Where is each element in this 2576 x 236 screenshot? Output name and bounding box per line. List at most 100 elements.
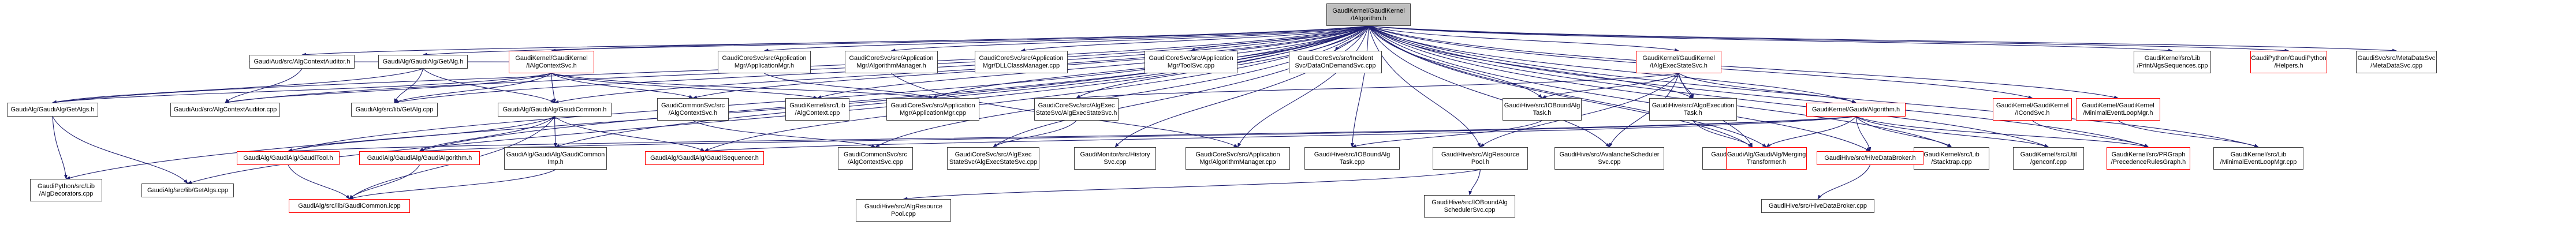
- graph-node[interactable]: GaudiKernel/GaudiKernel /ICondSvc.h: [1993, 98, 2072, 121]
- graph-node[interactable]: GaudiKernel/GaudiKernel /IAlgExecStateSv…: [1636, 51, 1721, 73]
- graph-edge: [704, 116, 1856, 153]
- graph-node[interactable]: GaudiAlg/GaudiAlg/Merging Transformer.h: [1726, 147, 1807, 170]
- graph-edge: [225, 73, 552, 104]
- graph-node[interactable]: GaudiCoreSvc/src/Application Mgr/Applica…: [886, 98, 979, 121]
- graph-node[interactable]: GaudiAlg/GaudiAlg/GaudiCommon.h: [498, 103, 612, 117]
- graph-node[interactable]: GaudiKernel/src/Lib /MinimalEventLoopMgr…: [2213, 147, 2303, 170]
- graph-edge: [1368, 25, 1481, 148]
- graph-node[interactable]: GaudiKernel/src/PRGraph /PrecedenceRules…: [2107, 147, 2190, 170]
- graph-edge: [349, 169, 556, 200]
- graph-edge: [1817, 164, 1871, 200]
- graph-edge: [52, 25, 1369, 104]
- graph-edge: [551, 73, 694, 99]
- graph-node[interactable]: GaudiCommonSvc/src /AlgContextSvc.cpp: [838, 147, 913, 170]
- graph-edge: [993, 120, 1077, 148]
- graph-node[interactable]: GaudiAlg/GaudiAlg/GaudiCommon Imp.h: [504, 147, 607, 170]
- graph-edge: [1609, 73, 1679, 148]
- graph-node[interactable]: GaudiPython/src/Lib /AlgDecorators.cpp: [30, 179, 102, 201]
- graph-edge: [288, 164, 350, 200]
- graph-edge: [1855, 116, 2049, 148]
- graph-node[interactable]: GaudiKernel/src/Lib /Stacktrap.cpp: [1914, 147, 1989, 170]
- graph-edge: [1368, 25, 1610, 148]
- graph-node[interactable]: GaudiHive/src/AlgResource Pool.cpp: [856, 199, 951, 222]
- graph-edge: [349, 164, 420, 200]
- graph-node[interactable]: GaudiKernel/Gaudi/Algorithm.h: [1806, 103, 1906, 117]
- graph-node[interactable]: GaudiAlg/src/lib/GetAlg.cpp: [351, 103, 438, 117]
- graph-node[interactable]: GaudiCoreSvc/src/AlgExec StateSvc/AlgExe…: [947, 147, 1039, 170]
- graph-edge: [554, 25, 1369, 104]
- graph-edge: [1368, 25, 2173, 53]
- graph-edge: [1350, 25, 1369, 148]
- graph-edge: [551, 73, 818, 99]
- graph-edge: [2032, 120, 2149, 148]
- graph-edge: [1351, 120, 1542, 148]
- graph-node[interactable]: GaudiCoreSvc/src/Application Mgr/Algorit…: [845, 51, 938, 73]
- graph-node[interactable]: GaudiCoreSvc/src/Incident Svc/DataOnDema…: [1289, 51, 1382, 73]
- graph-edge: [1020, 25, 1369, 52]
- graph-node[interactable]: GaudiKernel/GaudiKernel /MinimalEventLoo…: [2076, 98, 2160, 121]
- graph-edge: [1468, 169, 1481, 196]
- graph-edge: [52, 116, 68, 179]
- graph-node[interactable]: GaudiHive/src/IOBoundAlg SchedulerSvc.cp…: [1424, 195, 1515, 218]
- graph-node-root[interactable]: GaudiKernel/GaudiKernel /IAlgorithm.h: [1326, 3, 1411, 26]
- graph-edge: [288, 116, 555, 152]
- graph-node[interactable]: GaudiSvc/src/MetaDataSvc /MetaDataSvc.cp…: [2356, 51, 2437, 73]
- graph-node[interactable]: GaudiHive/src/HiveDataBroker.h: [1817, 151, 1923, 165]
- graph-node[interactable]: GaudiHive/src/IOBoundAlg Task.cpp: [1304, 147, 1400, 170]
- graph-node[interactable]: GaudiCoreSvc/src/Application Mgr/ToolSvc…: [1145, 51, 1237, 73]
- graph-edge: [1855, 116, 1952, 148]
- graph-edge: [555, 25, 1369, 148]
- graph-edge: [1114, 25, 1369, 148]
- graph-edge: [551, 25, 1369, 53]
- graph-edge: [288, 116, 1856, 153]
- graph-node[interactable]: GaudiMonitor/src/History Svc.cpp: [1074, 147, 1156, 170]
- graph-edge: [903, 169, 1481, 201]
- graph-node[interactable]: GaudiAlg/GaudiAlg/GaudiAlgorithm.h: [359, 151, 480, 165]
- graph-edge: [1368, 25, 2049, 148]
- graph-node[interactable]: GaudiHive/src/AvalancheScheduler Svc.cpp: [1554, 147, 1664, 170]
- graph-edge: [1368, 25, 2290, 53]
- graph-edge: [52, 68, 423, 104]
- graph-edge: [1368, 25, 1952, 148]
- graph-node[interactable]: GaudiCoreSvc/src/AlgExec StateSvc/AlgExe…: [1034, 98, 1119, 121]
- graph-node[interactable]: GaudiKernel/GaudiKernel /IAlgContextSvc.…: [509, 51, 594, 73]
- graph-node[interactable]: GaudiHive/src/HiveDataBroker.cpp: [1761, 199, 1874, 213]
- graph-edge: [394, 68, 424, 103]
- graph-node[interactable]: GaudiAlg/GaudiAlg/GaudiSequencer.h: [645, 151, 764, 165]
- graph-edge: [2118, 120, 2259, 148]
- graph-node[interactable]: GaudiAlg/GaudiAlg/GaudiTool.h: [237, 151, 340, 165]
- graph-node[interactable]: GaudiAlg/GaudiAlg/GetAlg.h: [378, 55, 468, 69]
- graph-node[interactable]: GaudiAlg/GaudiAlg/GetAlgs.h: [7, 103, 98, 117]
- graph-edge: [692, 120, 876, 148]
- graph-edge: [551, 73, 557, 103]
- graph-edge: [225, 68, 303, 103]
- graph-edge: [52, 73, 552, 104]
- graph-edge: [1368, 25, 2259, 148]
- graph-node[interactable]: GaudiCommonSvc/src /AlgContextSvc.h: [657, 98, 729, 121]
- graph-edge: [890, 25, 1369, 53]
- graph-edge: [551, 73, 934, 99]
- graph-edge: [763, 25, 1369, 53]
- graph-node[interactable]: GaudiKernel/src/Lib /AlgContext.cpp: [785, 98, 849, 121]
- graph-edge: [1368, 25, 1543, 99]
- graph-node[interactable]: GaudiHive/src/IOBoundAlg Task.h: [1503, 98, 1582, 121]
- graph-node[interactable]: GaudiHive/src/AlgResource Pool.h: [1433, 147, 1528, 170]
- graph-node[interactable]: GaudiAlg/src/lib/GaudiCommon.icpp: [289, 199, 410, 213]
- graph-node[interactable]: GaudiHive/src/AlgoExecution Task.h: [1649, 98, 1737, 121]
- graph-edge: [1693, 120, 1753, 148]
- graph-edge: [1541, 73, 1679, 99]
- graph-node[interactable]: GaudiPython/GaudiPython /Helpers.h: [2250, 51, 2327, 73]
- graph-node[interactable]: GaudiAud/src/AlgContextAuditor.h: [249, 55, 355, 69]
- graph-node[interactable]: GaudiCoreSvc/src/Application Mgr/DLLClas…: [975, 51, 1068, 73]
- graph-node[interactable]: GaudiCoreSvc/src/Application Mgr/Algorit…: [1186, 147, 1290, 170]
- graph-edge: [419, 116, 1856, 153]
- graph-node[interactable]: GaudiAud/src/AlgContextAuditor.cpp: [170, 103, 280, 117]
- graph-edge: [394, 73, 552, 103]
- graph-edge: [1368, 25, 1679, 52]
- graph-edge: [764, 73, 934, 99]
- graph-node[interactable]: GaudiCoreSvc/src/Application Mgr/Applica…: [718, 51, 811, 73]
- graph-node[interactable]: GaudiAlg/src/lib/GetAlgs.cpp: [141, 183, 234, 197]
- graph-node[interactable]: GaudiKernel/src/Util /genconf.cpp: [2013, 147, 2084, 170]
- graph-node[interactable]: GaudiKernel/src/Lib /PrintAlgsSequences.…: [2134, 51, 2211, 73]
